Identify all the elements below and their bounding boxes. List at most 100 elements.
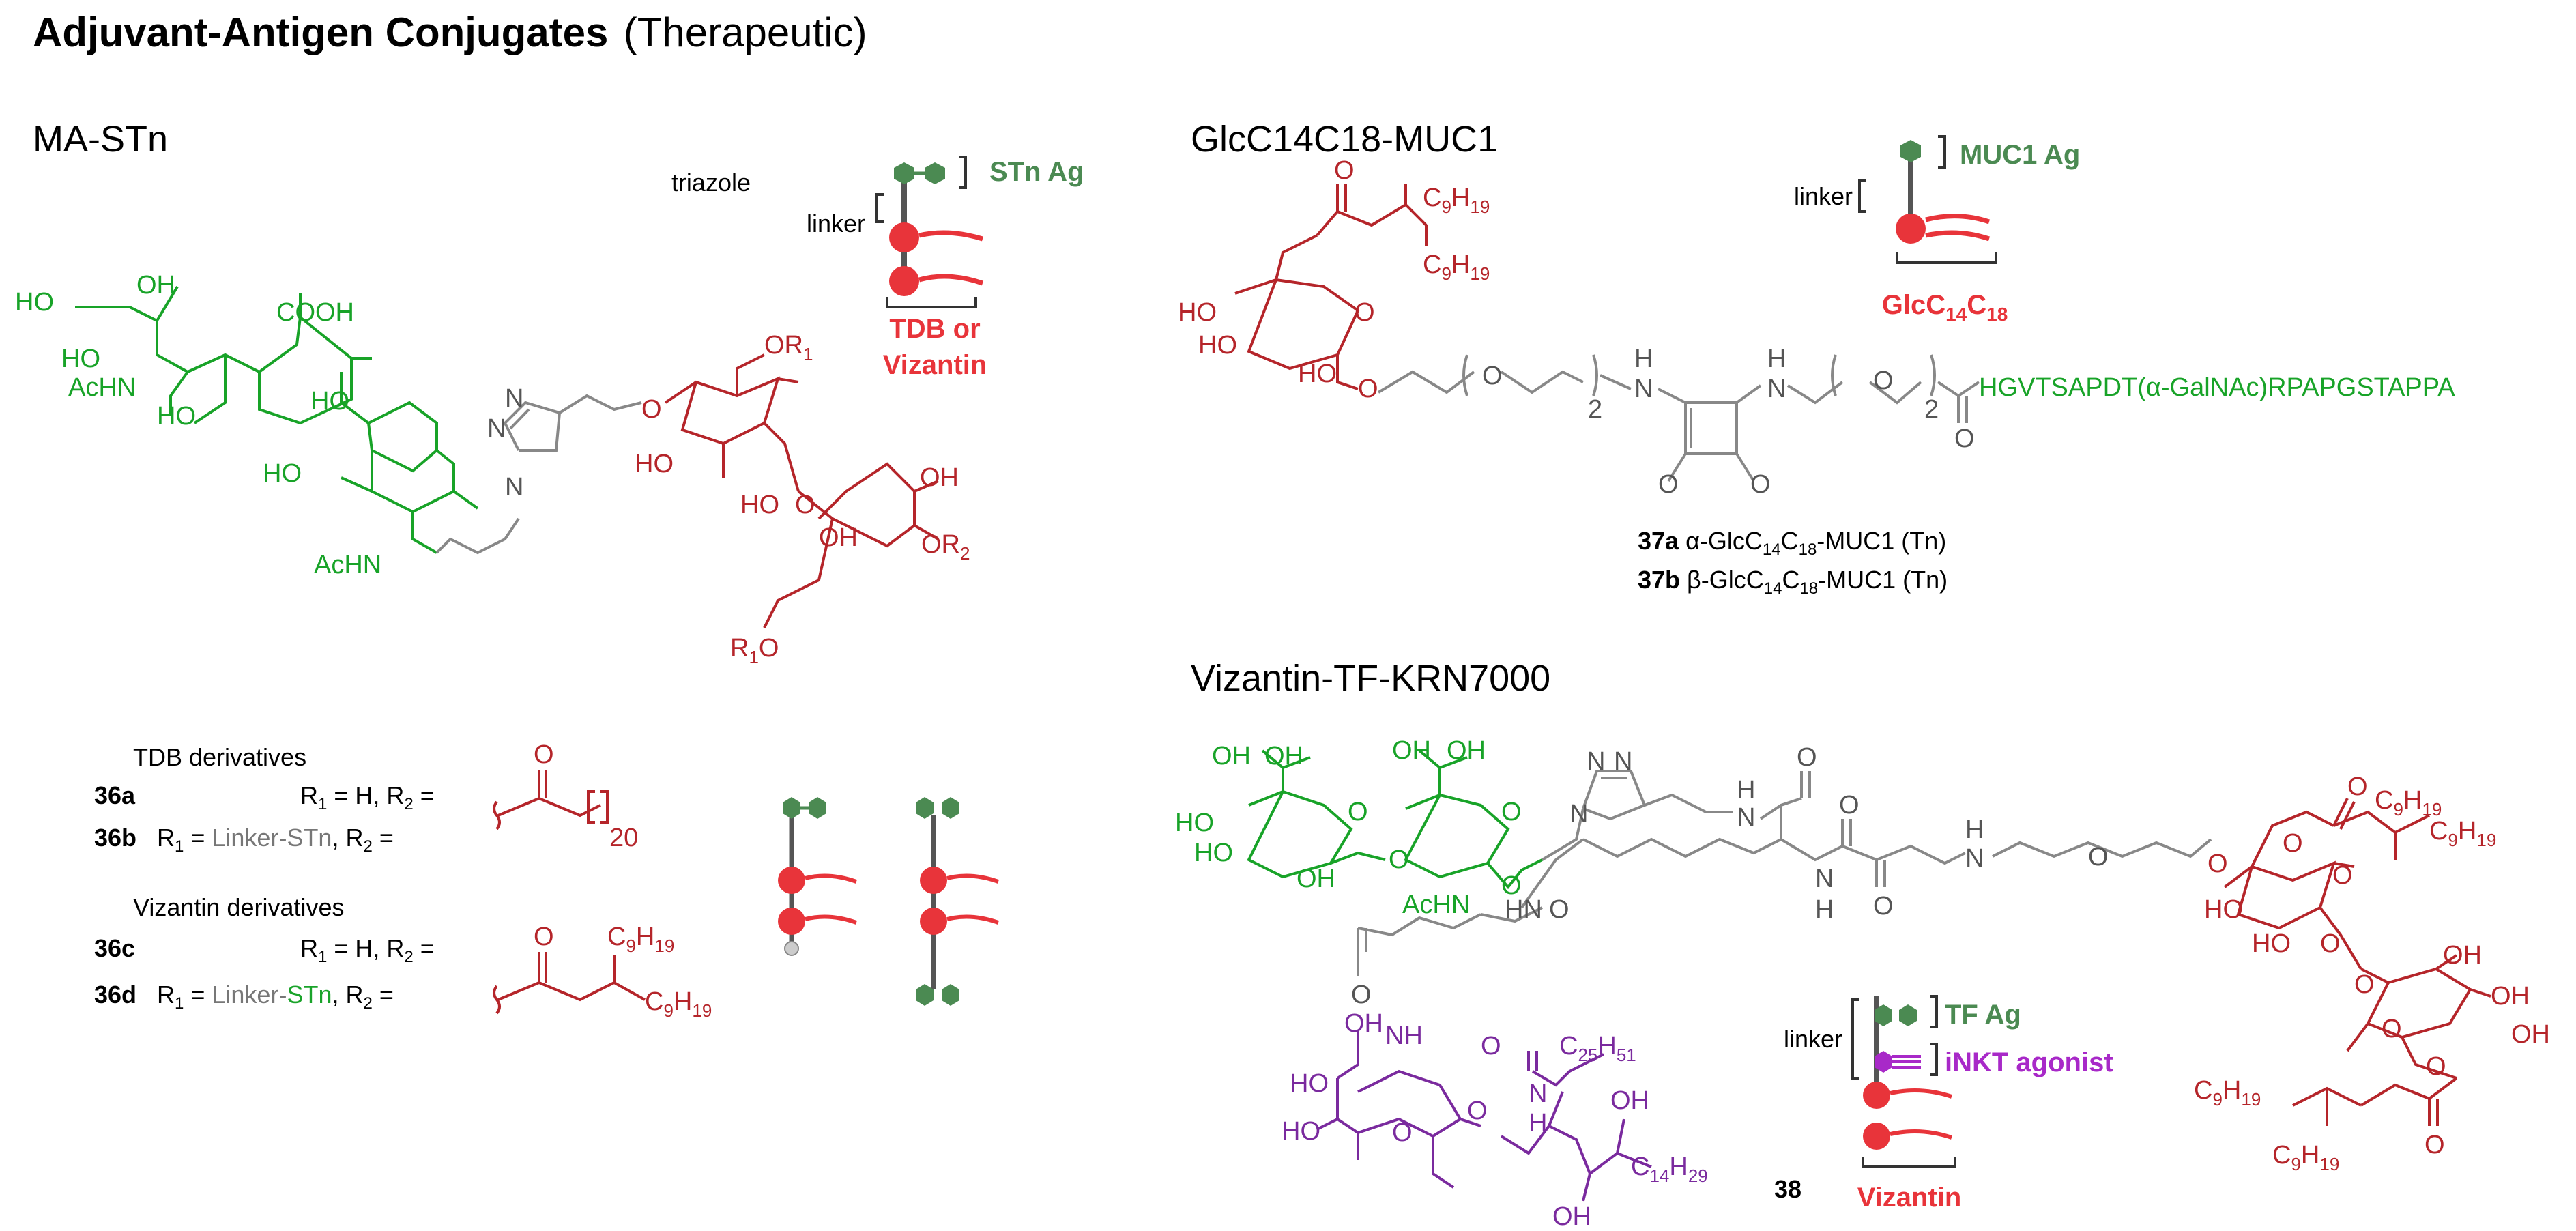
vizantin-schematic: linker TF Ag iNKT agonist Vizantin 38 (1774, 995, 2113, 1213)
svg-text:R1 = Linker-STn, R2 =: R1 = Linker-STn, R2 = (157, 981, 394, 1013)
svg-text:O: O (1481, 1032, 1501, 1060)
svg-text:O: O (2426, 1052, 2446, 1081)
svg-text:OH: OH (1297, 865, 1335, 893)
svg-text:H: H (1737, 776, 1755, 805)
svg-text:O: O (1750, 470, 1771, 499)
svg-text:H: H (1767, 345, 1786, 373)
svg-text:O: O (2320, 929, 2341, 958)
svg-text:O: O (1482, 362, 1503, 390)
glc-schematic: linker MUC1 Ag GlcC14C18 (1794, 135, 2080, 325)
svg-text:HO: HO (157, 402, 196, 431)
svg-text:36b: 36b (94, 824, 136, 852)
svg-text:OH: OH (819, 523, 858, 552)
svg-text:AcHN: AcHN (1402, 890, 1470, 919)
figure-title: Adjuvant-Antigen Conjugates (Therapeutic… (33, 10, 867, 55)
svg-text:HO: HO (1175, 809, 1214, 837)
svg-text:36d: 36d (94, 981, 136, 1009)
svg-text:STn Ag: STn Ag (989, 157, 1084, 187)
svg-text:O: O (534, 923, 554, 951)
svg-text:O: O (2347, 772, 2368, 801)
svg-text:C9H19: C9H19 (645, 987, 712, 1021)
svg-text:Vizantin: Vizantin (1857, 1183, 1962, 1213)
svg-text:O: O (534, 740, 554, 769)
svg-text:HO: HO (635, 450, 674, 478)
svg-text:N: N (1634, 375, 1653, 403)
svg-text:O: O (2425, 1131, 2445, 1159)
svg-text:GlcC14C18: GlcC14C18 (1882, 290, 2008, 325)
derivatives-table: TDB derivatives Vizantin derivatives 36a… (94, 740, 999, 1021)
svg-text:O: O (1351, 981, 1372, 1009)
svg-text:HO: HO (1178, 298, 1217, 327)
svg-text:N: N (505, 384, 523, 413)
ma-stn-schematic: triazole linker STn Ag TDB or Vizantin (671, 156, 1084, 380)
svg-text:OH: OH (920, 463, 959, 492)
svg-text:Vizantin: Vizantin (883, 350, 987, 380)
svg-text:20: 20 (609, 824, 638, 852)
svg-text:HO: HO (740, 491, 779, 519)
svg-text:triazole: triazole (671, 169, 751, 197)
mini-schematic-single (778, 797, 857, 956)
svg-text:HO: HO (61, 345, 100, 373)
svg-text:O: O (795, 491, 815, 519)
svg-text:N: N (487, 414, 506, 443)
svg-text:C9H19: C9H19 (2272, 1141, 2339, 1174)
svg-text:N: N (1614, 747, 1632, 776)
svg-text:H: H (1634, 345, 1653, 373)
svg-text:OH: OH (1344, 1009, 1383, 1038)
svg-text:NH: NH (1385, 1022, 1423, 1050)
svg-text:36a: 36a (94, 781, 136, 809)
svg-text:HO: HO (2252, 929, 2291, 958)
svg-text:OR1: OR1 (764, 331, 813, 364)
hexagon-icon (894, 162, 914, 184)
svg-text:O: O (1501, 798, 1522, 826)
svg-text:N: N (1767, 375, 1786, 403)
svg-text:HO: HO (1298, 360, 1337, 388)
svg-text:C9H19: C9H19 (1423, 184, 1490, 217)
svg-text:HO: HO (1282, 1117, 1320, 1146)
svg-text:OH: OH (2443, 941, 2482, 970)
section-glc-muc1: GlcC14C18-MUC1 (1191, 119, 1498, 160)
mini-schematic-double (916, 797, 999, 1006)
svg-text:O: O (1501, 871, 1522, 900)
svg-text:HO: HO (1198, 331, 1237, 360)
svg-text:O: O (1389, 845, 1409, 874)
svg-text:O: O (1392, 1118, 1413, 1147)
svg-text:R1 = Linker-STn, R2 =: R1 = Linker-STn, R2 = (157, 824, 394, 856)
svg-text:HN: HN (1505, 895, 1542, 924)
svg-text:O: O (641, 395, 662, 424)
svg-text:OH: OH (1610, 1086, 1649, 1115)
svg-text:N: N (1569, 800, 1588, 828)
svg-text:AcHN: AcHN (68, 373, 136, 402)
svg-text:C9H19: C9H19 (2429, 817, 2496, 850)
hexagon-icon (925, 162, 945, 184)
ma-stn-structure: HO OH COOH HO AcHN HO HO HO AcHN N N N (15, 271, 970, 667)
svg-text:OH: OH (136, 271, 175, 300)
svg-text:C25H51: C25H51 (1559, 1032, 1636, 1065)
vizantin-structure: OH OH OH OH HO HO OH O O O AcHN O (1175, 736, 2550, 1231)
svg-text:linker: linker (1784, 1025, 1842, 1053)
svg-text:O: O (2088, 843, 2109, 871)
svg-text:O: O (2208, 850, 2228, 878)
svg-text:HO: HO (15, 288, 54, 317)
svg-text:N: N (505, 473, 523, 502)
svg-text:O: O (2283, 829, 2303, 858)
svg-text:C9H19: C9H19 (2375, 786, 2442, 820)
svg-text:C9H19: C9H19 (1423, 250, 1490, 284)
section-vizantin: Vizantin-TF-KRN7000 (1191, 658, 1550, 699)
svg-text:OH: OH (2491, 982, 2530, 1011)
svg-text:HO: HO (1194, 839, 1233, 867)
svg-text:iNKT agonist: iNKT agonist (1945, 1047, 2113, 1077)
svg-text:36c: 36c (94, 934, 135, 962)
svg-text:OR2: OR2 (921, 530, 970, 564)
svg-text:C9H19: C9H19 (607, 923, 674, 956)
svg-text:O: O (1334, 156, 1355, 185)
svg-text:HO: HO (1290, 1069, 1329, 1098)
svg-text:2: 2 (1588, 395, 1602, 424)
svg-text:COOH: COOH (276, 298, 354, 327)
svg-text:H: H (1815, 895, 1834, 924)
svg-text:O: O (1355, 298, 1375, 327)
svg-text:TDB derivatives: TDB derivatives (133, 743, 306, 771)
